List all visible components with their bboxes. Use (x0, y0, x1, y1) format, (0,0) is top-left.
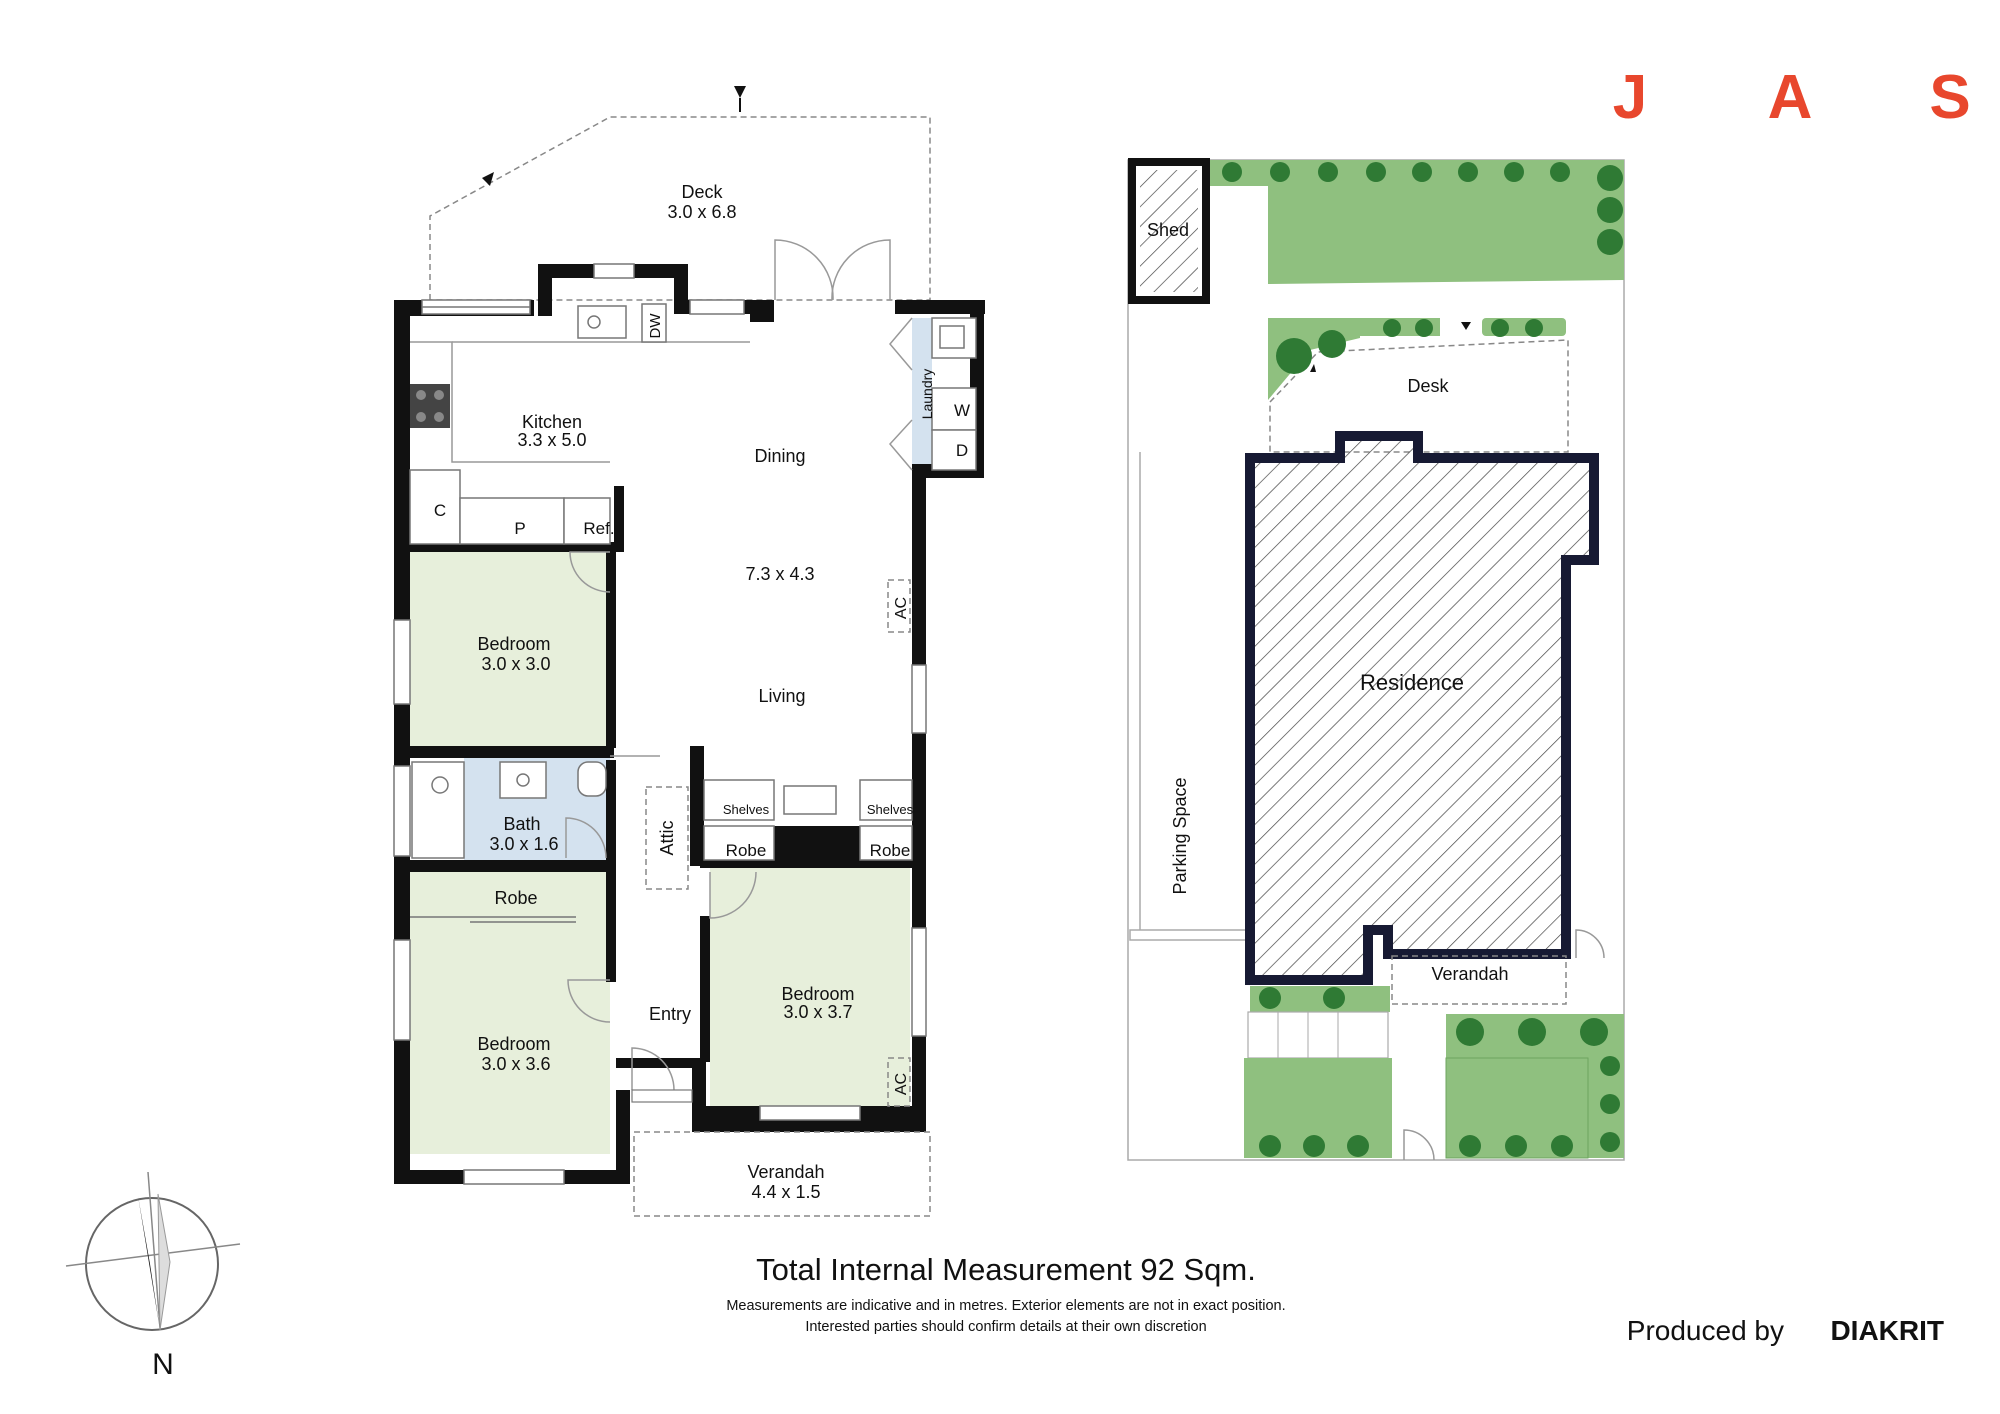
compass-needle-light (157, 1193, 171, 1331)
parking-label: Parking Space (1170, 777, 1190, 894)
footer-title: Total Internal Measurement 92 Sqm. (756, 1252, 1256, 1287)
robe-left-label: Robe (726, 841, 767, 860)
desk-outline (1269, 339, 1569, 453)
robe-bottom-label: Robe (494, 888, 537, 908)
credit-brand: DIAKRIT (1830, 1315, 1944, 1346)
floor-plan (393, 86, 985, 1217)
ac-bottom-label: AC (893, 1073, 910, 1095)
compass: N (65, 1171, 241, 1381)
bedroom1-label: Bedroom (477, 634, 550, 654)
toilet-icon (577, 761, 607, 797)
shelves-right-label: Shelves (867, 802, 914, 817)
bedroom3-label: Bedroom (781, 984, 854, 1004)
bedroom2-size: 3.0 x 3.6 (481, 1054, 550, 1074)
bath-size: 3.0 x 1.6 (489, 834, 558, 854)
deck-arrow-left (482, 172, 494, 186)
laundry-label: Laundry (919, 369, 935, 420)
bedroom2-label: Bedroom (477, 1034, 550, 1054)
credit: Produced by DIAKRIT (1627, 1315, 1944, 1346)
site-verandah-outline (1391, 955, 1567, 1005)
cooktop-icon (410, 384, 450, 428)
bedroom1-fill (408, 551, 610, 748)
brand-logo: J A S (1613, 63, 1971, 132)
residence-label: Residence (1360, 670, 1464, 695)
desk-label: Desk (1407, 376, 1449, 396)
kitchen-size: 3.3 x 5.0 (517, 430, 586, 450)
compass-north-label: N (152, 1348, 174, 1381)
bedroom3-size: 3.0 x 3.7 (783, 1002, 852, 1022)
dishwasher-box (641, 303, 667, 343)
shed-label: Shed (1147, 220, 1189, 240)
deck-outline (429, 116, 931, 301)
floor-plan-labels: Deck 3.0 x 6.8 Kitchen 3.3 x 5.0 Dining … (434, 182, 970, 1202)
credit-prefix: Produced by (1627, 1315, 1784, 1346)
dining-label: Dining (754, 446, 805, 466)
deck-label: Deck (681, 182, 723, 202)
entry-label: Entry (649, 1004, 691, 1024)
bedroom1-size: 3.0 x 3.0 (481, 654, 550, 674)
kitchen-sink-icon (577, 305, 627, 339)
site-plan-labels: Shed Desk Residence Parking Space Verand… (1147, 220, 1509, 984)
brand-letter-a: A (1768, 63, 1813, 132)
brand-letter-s: S (1929, 63, 1970, 132)
residence (1245, 431, 1599, 985)
living-label: Living (758, 686, 805, 706)
trees (1222, 162, 1623, 1157)
bedroom2-fill (408, 872, 610, 1154)
deck-door-right (831, 239, 891, 301)
washer-label: W (954, 401, 970, 420)
brand-letter-j: J (1613, 63, 1647, 132)
site-verandah-label: Verandah (1431, 964, 1508, 984)
footer-note-2: Interested parties should confirm detail… (805, 1319, 1206, 1335)
rear-garden (1268, 186, 1624, 284)
fridge-label: Ref. (583, 519, 614, 538)
pantry-label: P (514, 519, 525, 538)
footer: Total Internal Measurement 92 Sqm. Measu… (726, 1252, 1285, 1335)
attic-label: Attic (657, 820, 677, 855)
ac-top-label: AC (893, 597, 910, 619)
compass-needle-dark (138, 1196, 160, 1330)
verandah-size: 4.4 x 1.5 (751, 1182, 820, 1202)
laundry-fill (912, 318, 932, 470)
deck-arrow-top (734, 86, 746, 98)
shelves-left-label: Shelves (723, 802, 770, 817)
dishwasher-label: DW (647, 313, 664, 339)
robe-right-label: Robe (870, 841, 911, 860)
cupboard-label: C (434, 501, 446, 520)
attic-hatch (645, 786, 689, 890)
verandah-label: Verandah (747, 1162, 824, 1182)
site-plan (1127, 158, 1625, 1161)
living-size: 7.3 x 4.3 (745, 564, 814, 584)
deck-size: 3.0 x 6.8 (667, 202, 736, 222)
shower-icon (411, 761, 465, 859)
deck-door-left (774, 239, 834, 301)
dryer-label: D (956, 441, 968, 460)
kitchen-label: Kitchen (522, 412, 582, 432)
fireplace-icon (783, 785, 837, 815)
bath-label: Bath (503, 814, 540, 834)
footer-note-1: Measurements are indicative and in metre… (726, 1298, 1285, 1314)
